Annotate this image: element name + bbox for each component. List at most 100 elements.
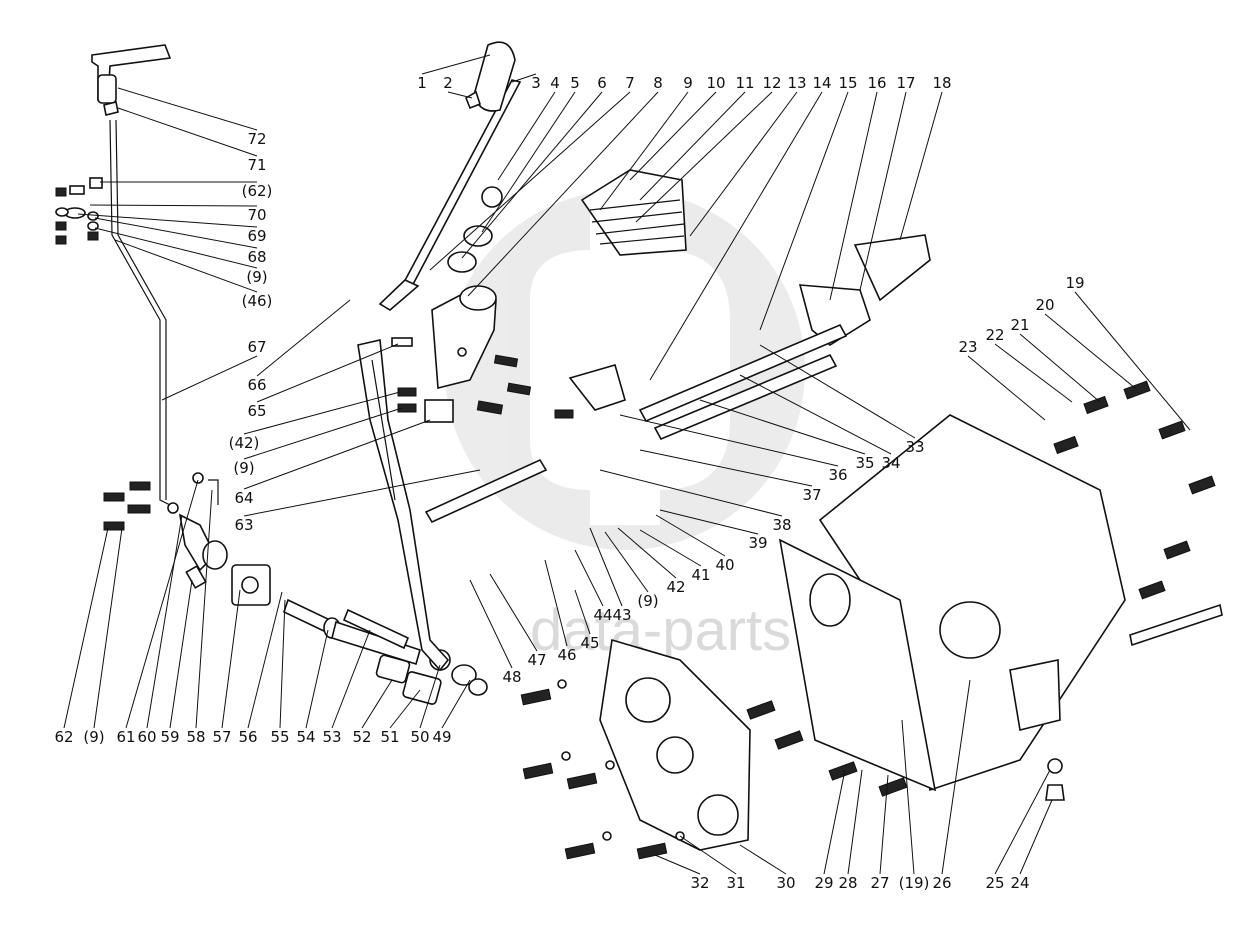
shift-forks [568, 234, 931, 411]
callout-63: 63 [234, 516, 253, 534]
leader-line [447, 91, 473, 99]
callout-44: 44 [593, 606, 612, 624]
gearbox-cover-plate [599, 638, 751, 851]
leader-line [419, 664, 441, 729]
leader-line [441, 679, 471, 729]
leader-line [599, 469, 783, 517]
callout-41: 41 [691, 566, 710, 584]
leader-line [169, 579, 193, 729]
leader-line [659, 509, 759, 535]
callout-16: 16 [867, 74, 886, 92]
callout-69: 69 [247, 227, 266, 245]
leader-line [429, 91, 631, 271]
leader-line [511, 73, 537, 83]
callout-56: 56 [238, 728, 257, 746]
leader-line [639, 91, 746, 201]
leader-line [604, 531, 649, 593]
leader-line [94, 217, 258, 249]
callout-39: 39 [748, 534, 767, 552]
callout-47: 47 [527, 651, 546, 669]
callout-51: 51 [380, 728, 399, 746]
callout-38: 38 [772, 516, 791, 534]
callout-35: 35 [855, 454, 874, 472]
callout-21: 21 [1010, 316, 1029, 334]
leader-line [305, 629, 329, 729]
callout-50: 50 [410, 728, 429, 746]
leader-line [161, 355, 258, 401]
leader-line [994, 343, 1073, 403]
leader-line [574, 549, 604, 607]
leader-line [739, 844, 787, 875]
leader-line [243, 469, 481, 517]
callout-26: 26 [932, 874, 951, 892]
callout-70: 70 [247, 206, 266, 224]
leader-line [256, 299, 351, 377]
callout-p9p: (9) [233, 459, 254, 477]
callout-14: 14 [812, 74, 831, 92]
callout-27: 27 [870, 874, 889, 892]
callout-7: 7 [625, 74, 635, 92]
leader-line [679, 835, 737, 875]
callout-22: 22 [985, 326, 1004, 344]
callout-2: 2 [443, 74, 453, 92]
callout-42: 42 [666, 578, 685, 596]
leader-line [117, 87, 258, 131]
callout-65: 65 [247, 402, 266, 420]
leader-line [654, 854, 701, 875]
leader-line [617, 527, 677, 579]
leader-line [279, 599, 286, 729]
leader-line [967, 355, 1046, 421]
leader-line [63, 527, 109, 729]
leader-line [421, 54, 491, 75]
gearbox-housing [778, 414, 1126, 792]
callout-18: 18 [932, 74, 951, 92]
leader-line [93, 527, 123, 729]
leader-line [994, 769, 1051, 875]
leader-line [247, 591, 283, 729]
callout-52: 52 [352, 728, 371, 746]
fastener-cluster-lower [520, 679, 908, 860]
callout-13: 13 [787, 74, 806, 92]
leader-line [635, 91, 773, 223]
leader-line [699, 399, 866, 455]
callout-55: 55 [270, 728, 289, 746]
leader-line [1044, 313, 1136, 389]
watermark-text: data-parts [530, 598, 791, 663]
shift-rod [109, 119, 179, 514]
callout-34: 34 [881, 454, 900, 472]
gear-stick [378, 41, 522, 311]
leader-line [497, 91, 556, 181]
leader-line [114, 239, 258, 293]
leader-line [489, 573, 538, 652]
callout-40: 40 [715, 556, 734, 574]
leader-line [941, 679, 971, 875]
leader-line [243, 419, 431, 490]
callout-72: 72 [247, 130, 266, 148]
leader-line [469, 579, 513, 669]
callout-p9p: (9) [246, 268, 267, 286]
shift-linkage-bracket [178, 479, 271, 606]
leader-line [859, 91, 907, 291]
leader-line [574, 589, 591, 635]
leader-line [739, 374, 892, 455]
callout-9: 9 [683, 74, 693, 92]
rubber-boot [580, 169, 687, 256]
leader-line [389, 689, 421, 729]
callout-23: 23 [958, 338, 977, 356]
callout-54: 54 [296, 728, 315, 746]
leader-line [1019, 333, 1101, 403]
leader-line [629, 91, 717, 181]
leader-line [829, 91, 878, 301]
callout-20: 20 [1035, 296, 1054, 314]
callout-62: 62 [54, 728, 73, 746]
shift-lever-handle [91, 44, 172, 116]
callout-28: 28 [838, 874, 857, 892]
leader-line [243, 407, 403, 460]
shift-tower-housing [431, 186, 503, 390]
callout-25: 25 [985, 874, 1004, 892]
shift-rails [424, 323, 848, 524]
callout-68: 68 [247, 248, 266, 266]
selector-shaft-assembly [283, 598, 488, 705]
